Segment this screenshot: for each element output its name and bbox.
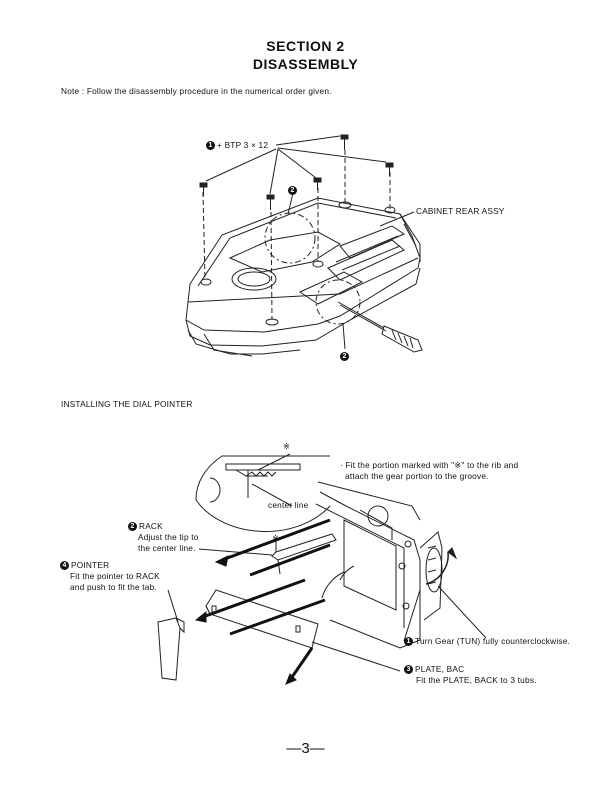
rack-line-2: the center line. — [138, 543, 196, 553]
plus-sign: + — [217, 140, 223, 150]
step-2-badge-rack: 2 — [128, 522, 137, 532]
step-2-bottom-badge: 2 — [340, 352, 349, 362]
step-4-badge: 4 — [60, 561, 69, 571]
fit-note-line-1: · Fit the portion marked with "※" to the… — [340, 460, 519, 470]
rack-title: RACK — [139, 521, 163, 531]
fit-note-line-2: attach the gear portion to the groove. — [345, 471, 489, 481]
rack-line-1: Adjust the tip to — [138, 532, 199, 542]
plate-line-1: Fit the PLATE, BACK to 3 tubs. — [416, 675, 537, 685]
screw-spec: BTP 3 × 12 — [224, 140, 269, 150]
turn-gear-text: Turn Gear (TUN) fully counterclockwise. — [415, 636, 571, 646]
step-1-badge-gear: 1 — [404, 637, 413, 647]
detail-asterisk: ※ — [283, 441, 291, 451]
fit-note: · Fit the portion marked with "※" to the… — [340, 460, 518, 482]
step-3-badge: 3 — [404, 665, 413, 675]
page-title: DISASSEMBLY — [252, 56, 359, 72]
pointer-line-2: and push to fit the tab. — [70, 582, 157, 592]
page-number: —3— — [286, 740, 325, 757]
plate-title: PLATE, BAC — [415, 664, 465, 674]
pointer-line-1: Fit the pointer to RACK — [70, 571, 160, 581]
step-2-callout: 2 — [288, 182, 299, 200]
cabinet-rear-assy-label: CABINET REAR ASSY — [416, 206, 505, 216]
pointer-title: POINTER — [71, 560, 110, 570]
screw-callout: 1+ BTP 3 × 12 — [206, 140, 268, 151]
rack-asterisk: ※ — [272, 533, 280, 543]
step-1-badge: 1 — [206, 141, 215, 151]
section-heading: INSTALLING THE DIAL POINTER — [61, 399, 193, 409]
step-2-badge: 2 — [288, 186, 297, 196]
step-2-bottom-callout: 2 — [340, 348, 351, 366]
center-line-label: center line — [268, 500, 309, 510]
note-text: Note : Follow the disassembly procedure … — [61, 86, 332, 96]
section-number: SECTION 2 — [266, 38, 345, 54]
